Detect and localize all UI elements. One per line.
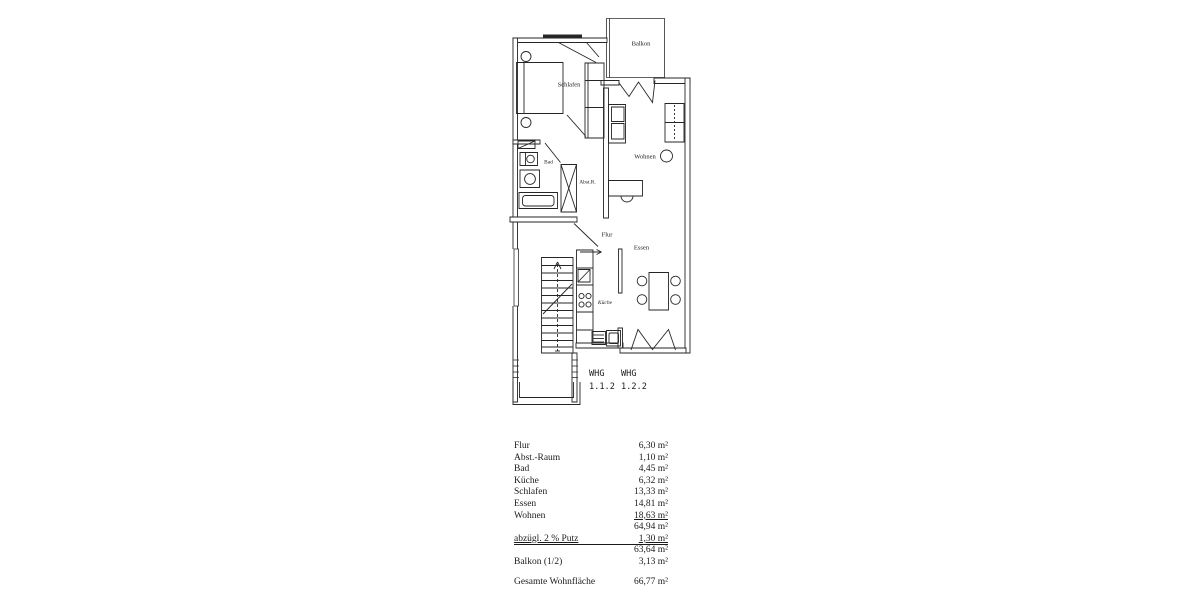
- area-table: Flur 6,30 m² Abst.-Raum 1,10 m² Bad 4,45…: [514, 441, 668, 588]
- chair-symbol: [671, 276, 681, 286]
- unit-label-whg-122: WHG 1.2.2: [621, 369, 647, 392]
- stair-direction-arrow: [554, 262, 561, 351]
- table-row-schlafen: Schlafen 13,33 m²: [514, 487, 668, 499]
- door-symbols: [545, 81, 676, 351]
- row-label: Abst.-Raum: [514, 452, 561, 463]
- door-direction-arrow: [580, 250, 602, 255]
- svg-text:1.1.2: 1.1.2: [589, 382, 615, 392]
- window-lintel: [543, 34, 582, 39]
- room-label-flur: Flur: [602, 232, 614, 239]
- unit-label-whg-112: WHG 1.1.2: [589, 369, 615, 392]
- room-label-schlafen: Schlafen: [558, 82, 581, 89]
- lamp-symbol: [521, 118, 531, 128]
- balcony-door-bottom-icon: [631, 330, 676, 351]
- entry-door-swing: [574, 224, 598, 247]
- row-label: Bad: [514, 464, 530, 475]
- window-hatch-left: [513, 360, 520, 378]
- bathroom-fixtures: [518, 141, 577, 212]
- bath-door-swing: [545, 143, 561, 163]
- entry-loggia: [513, 382, 580, 405]
- row-label: Schlafen: [514, 487, 548, 498]
- room-label-essen: Essen: [634, 245, 650, 252]
- toilet-symbol: [520, 153, 538, 166]
- row-value: 3,13 m²: [638, 556, 668, 567]
- window-symbols: [512, 249, 579, 378]
- balcony-door-top-icon: [619, 81, 655, 103]
- room-label-balkon: Balkon: [632, 41, 652, 48]
- living-room-furniture: [609, 104, 685, 203]
- table-row-wohnen: Wohnen 18,63 m²: [514, 511, 668, 523]
- table-row-total: Gesamte Wohnfläche 66,77 m²: [514, 577, 668, 589]
- table-row-bad: Bad 4,45 m²: [514, 464, 668, 476]
- table-row-net-area: 63,64 m²: [514, 545, 668, 557]
- chair-symbol: [637, 295, 647, 305]
- partition-wall: [619, 249, 623, 293]
- room-label-abstellraum: Abst.R.: [579, 180, 595, 186]
- svg-text:WHG: WHG: [589, 369, 605, 379]
- table-row-flur: Flur 6,30 m²: [514, 441, 668, 453]
- row-value: 66,77 m²: [634, 576, 668, 587]
- stairs-symbol: [542, 258, 574, 354]
- svg-text:WHG: WHG: [621, 369, 637, 379]
- row-value: 13,33 m²: [634, 487, 668, 498]
- table-row-subtotal: 64,94 m²: [514, 522, 668, 534]
- chair-symbol: [637, 276, 647, 286]
- dining-furniture: [619, 249, 681, 310]
- row-label: Küche: [514, 475, 539, 486]
- row-label: abzügl. 2 % Putz: [514, 533, 579, 544]
- room-label-wohnen: Wohnen: [634, 154, 656, 161]
- kitchen-sink-symbol: [607, 331, 621, 347]
- bedroom-furniture: [517, 52, 605, 139]
- window-hatch-right: [572, 360, 579, 378]
- sofa-symbol: [609, 105, 626, 144]
- chair-symbol: [621, 196, 633, 202]
- row-label: Flur: [514, 441, 530, 451]
- room-label-kueche: Küche: [597, 300, 613, 306]
- plant-symbol: [661, 150, 673, 162]
- table-row-kueche: Küche 6,32 m²: [514, 476, 668, 488]
- balcony-outline: [607, 19, 665, 78]
- desk-symbol: [609, 181, 643, 203]
- row-label: Balkon (1/2): [514, 556, 563, 567]
- floor-plan-walls: [510, 19, 690, 405]
- shelf-symbol: [518, 141, 535, 149]
- floor-plan: Balkon Schlafen Bad Abst.R. Wohnen Flur …: [495, 5, 705, 415]
- row-value: 1,30 m²: [638, 533, 668, 544]
- row-value: 6,30 m²: [638, 441, 668, 451]
- svg-text:1.2.2: 1.2.2: [621, 382, 647, 392]
- wardrobe-symbol: [585, 63, 604, 138]
- window-icon: [514, 249, 519, 306]
- kitchen-counter-symbol: [577, 250, 621, 346]
- row-value: 6,32 m²: [638, 475, 668, 486]
- row-label: Gesamte Wohnfläche: [514, 576, 596, 587]
- row-value: 4,45 m²: [638, 464, 668, 475]
- sink-symbol: [520, 170, 540, 188]
- bathtub-symbol: [519, 193, 558, 209]
- row-value: 14,81 m²: [634, 498, 668, 509]
- table-row-putz-deduction: abzügl. 2 % Putz 1,30 m²: [514, 534, 668, 546]
- bedroom-door-swing: [567, 115, 586, 137]
- room-label-bad: Bad: [544, 160, 553, 166]
- row-value: 63,64 m²: [634, 545, 668, 556]
- oven-symbol: [592, 332, 606, 345]
- row-label: Essen: [514, 498, 537, 509]
- dining-table-symbol: [649, 273, 669, 311]
- row-label: Wohnen: [514, 510, 546, 521]
- table-row-essen: Essen 14,81 m²: [514, 499, 668, 511]
- lamp-symbol: [521, 52, 531, 62]
- table-row-abstraum: Abst.-Raum 1,10 m²: [514, 453, 668, 465]
- row-value: 18,63 m²: [634, 510, 668, 521]
- row-value: 1,10 m²: [638, 452, 668, 463]
- storage-room-symbol: [561, 165, 577, 213]
- stove-burners-symbol: [579, 293, 591, 307]
- table-row-balkon: Balkon (1/2) 3,13 m²: [514, 557, 668, 569]
- row-value: 64,94 m²: [634, 522, 668, 533]
- cabinet-symbol: [665, 104, 684, 143]
- bed-symbol: [517, 63, 564, 114]
- chair-symbol: [671, 295, 681, 305]
